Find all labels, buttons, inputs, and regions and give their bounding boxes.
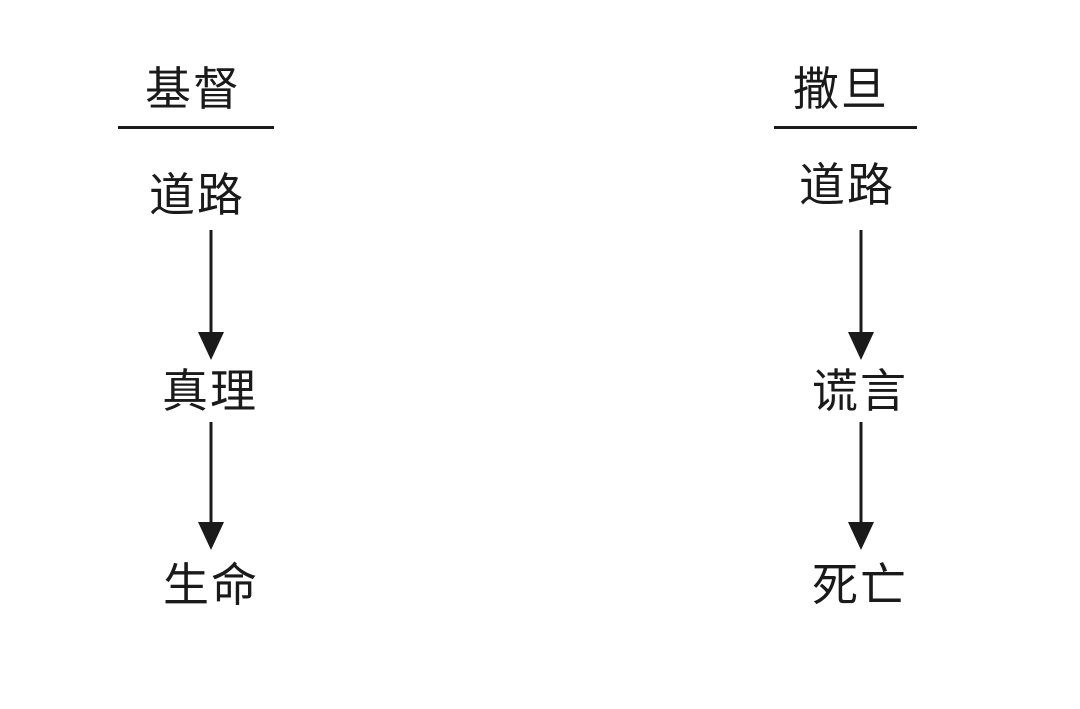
christ-node-way: 道路: [149, 168, 245, 222]
christ-column: 基督 道路 真理 生命: [118, 0, 274, 709]
christ-arrow-way-to-truth: [196, 230, 226, 360]
christ-title-underline: [118, 126, 274, 129]
christ-node-truth: 真理: [162, 364, 258, 418]
satan-title-underline: [774, 126, 917, 129]
satan-arrow-lies-to-death: [846, 422, 876, 550]
satan-arrow-way-to-lies: [846, 230, 876, 360]
satan-node-death: 死亡: [812, 558, 908, 612]
satan-column: 撒旦 道路 谎言 死亡: [774, 0, 917, 709]
christ-node-life: 生命: [163, 558, 259, 612]
satan-node-way: 道路: [799, 158, 895, 212]
christ-arrow-truth-to-life: [196, 422, 226, 550]
christ-title: 基督: [145, 62, 241, 116]
satan-title: 撒旦: [793, 62, 889, 116]
satan-node-lies: 谎言: [812, 364, 908, 418]
